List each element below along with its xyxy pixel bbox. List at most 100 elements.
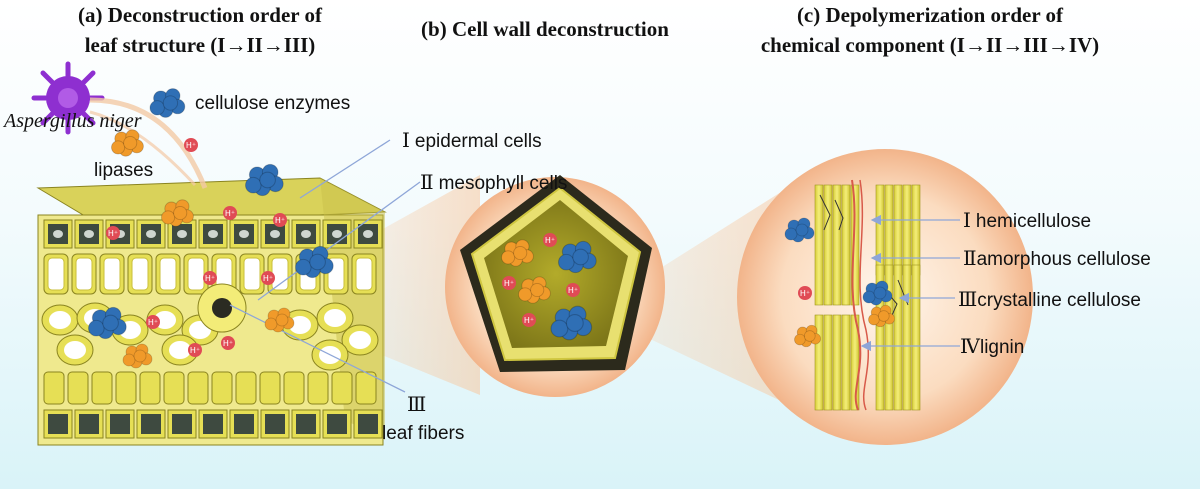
enzyme-cellulose-label: cellulose enzymes: [195, 93, 351, 114]
enzyme-blue: [550, 305, 593, 341]
proton-icon: H⁺: [221, 336, 235, 350]
svg-text:H⁺: H⁺: [205, 274, 215, 283]
fibril: [875, 184, 885, 276]
enzyme-orange: [518, 276, 551, 304]
fibril: [823, 184, 833, 306]
proton-icon: H⁺: [188, 343, 202, 357]
lower-cell: [283, 371, 305, 405]
component-4-label: Ⅳlignin: [960, 334, 1024, 359]
component-1-numeral: Ⅰ: [963, 210, 971, 232]
proton-icon: H⁺: [223, 206, 237, 220]
proton-icon: H⁺: [522, 313, 536, 327]
fibril: [875, 264, 885, 411]
enzyme-blue: [294, 245, 334, 279]
proton-icon: H⁺: [566, 283, 580, 297]
layer-2-label: Ⅱ mesophyll cells: [420, 170, 567, 195]
proton-icon: H⁺: [798, 286, 812, 300]
svg-text:H⁺: H⁺: [524, 316, 534, 325]
fibril: [814, 184, 824, 306]
layer-1-numeral: Ⅰ: [402, 130, 410, 152]
component-1-text: hemicellulose: [975, 211, 1092, 232]
lower-cell: [211, 371, 233, 405]
callout-epidermal: [299, 139, 391, 199]
component-3-text: crystalline cellulose: [977, 290, 1141, 311]
lower-cell: [139, 371, 161, 405]
layer-2-text: mesophyll cells: [438, 173, 568, 194]
enzyme-orange: [501, 239, 534, 267]
enzyme-orange: [122, 343, 153, 369]
panel-c-title-line1: (c) Depolymerization order of: [796, 3, 1064, 27]
enzyme-blue: [862, 280, 893, 306]
panel-a-title: (a) Deconstruction order of leaf structu…: [0, 0, 400, 60]
svg-text:H⁺: H⁺: [800, 289, 810, 298]
enzyme-blue: [87, 306, 127, 340]
fibril: [841, 184, 851, 306]
panel-c-title: (c) Depolymerization order of chemical c…: [690, 0, 1170, 60]
layer-1-text: epidermal cells: [414, 131, 542, 152]
component-4-numeral: Ⅳ: [960, 336, 980, 358]
lower-cell: [91, 371, 113, 405]
component-4-text: lignin: [979, 337, 1025, 358]
component-2-numeral: Ⅱ: [963, 248, 977, 270]
layer-3-numeral: Ⅲ: [407, 394, 427, 416]
panel-b-title-line1: (b) Cell wall deconstruction: [421, 17, 669, 41]
leaf-cells: [41, 219, 383, 439]
panel-b-title: (b) Cell wall deconstruction: [380, 14, 710, 44]
lipase-icon: [111, 129, 144, 157]
enzyme-orange: [868, 304, 895, 328]
proton-icon: H⁺: [261, 271, 275, 285]
proton-icon: H⁺: [273, 213, 287, 227]
svg-text:H⁺: H⁺: [545, 236, 555, 245]
proton-icon: H⁺: [146, 315, 160, 329]
component-1-label: Ⅰ hemicellulose: [963, 208, 1091, 233]
enzyme-orange: [794, 324, 821, 348]
proton-icon: H⁺: [203, 271, 217, 285]
cellulose-fibrils: [814, 184, 921, 411]
svg-text:H⁺: H⁺: [108, 229, 118, 238]
fibril: [823, 314, 833, 411]
proton-icon: H⁺: [502, 276, 516, 290]
fibril: [850, 184, 860, 306]
aspergillus-icon: [31, 61, 105, 135]
lower-cell: [307, 371, 329, 405]
fibril: [911, 184, 921, 276]
fibril: [911, 264, 921, 411]
svg-text:H⁺: H⁺: [275, 216, 285, 225]
svg-text:H⁺: H⁺: [504, 279, 514, 288]
fibril: [841, 314, 851, 411]
callout-fibers: [229, 304, 406, 393]
component-3-label: Ⅲcrystalline cellulose: [958, 287, 1141, 312]
callout-mesophyll: [257, 181, 421, 301]
enzyme-lipase-label: lipases: [94, 160, 154, 181]
enzyme-blue: [784, 217, 815, 243]
fibril: [832, 184, 842, 306]
component-2-text: amorphous cellulose: [976, 249, 1151, 270]
cell-wall-pentagon: [460, 175, 652, 372]
enzyme-orange: [264, 307, 295, 333]
proton-icon: H⁺: [106, 226, 120, 240]
panel-a-title-line1: (a) Deconstruction order of: [78, 3, 322, 27]
panel-a-title-line2: leaf structure (I→II→III): [84, 33, 316, 57]
component-2-label: Ⅱamorphous cellulose: [963, 246, 1151, 271]
svg-text:H⁺: H⁺: [148, 318, 158, 327]
enzyme-blue: [557, 240, 597, 274]
fibril: [902, 264, 912, 411]
panel-c-title-line2: chemical component (I→II→III→IV): [760, 33, 1100, 57]
svg-text:H⁺: H⁺: [190, 346, 200, 355]
protons: H⁺H⁺H⁺H⁺H⁺H⁺H⁺H⁺H⁺H⁺H⁺H⁺H⁺H⁺: [106, 138, 812, 357]
lower-cell: [187, 371, 209, 405]
cellulose-enzyme-icon: [149, 88, 186, 118]
organism-label: Aspergillus niger: [4, 110, 142, 132]
svg-text:H⁺: H⁺: [263, 274, 273, 283]
lower-cell: [43, 371, 65, 405]
lower-cell: [115, 371, 137, 405]
layer-3-text: leaf fibers: [382, 423, 465, 444]
lower-cell: [163, 371, 185, 405]
lower-cell: [331, 371, 353, 405]
fibril: [884, 184, 894, 276]
fibril: [884, 264, 894, 411]
svg-text:H⁺: H⁺: [568, 286, 578, 295]
fibril: [893, 264, 903, 411]
svg-text:H⁺: H⁺: [225, 209, 235, 218]
layer-1-label: Ⅰ epidermal cells: [402, 128, 542, 153]
